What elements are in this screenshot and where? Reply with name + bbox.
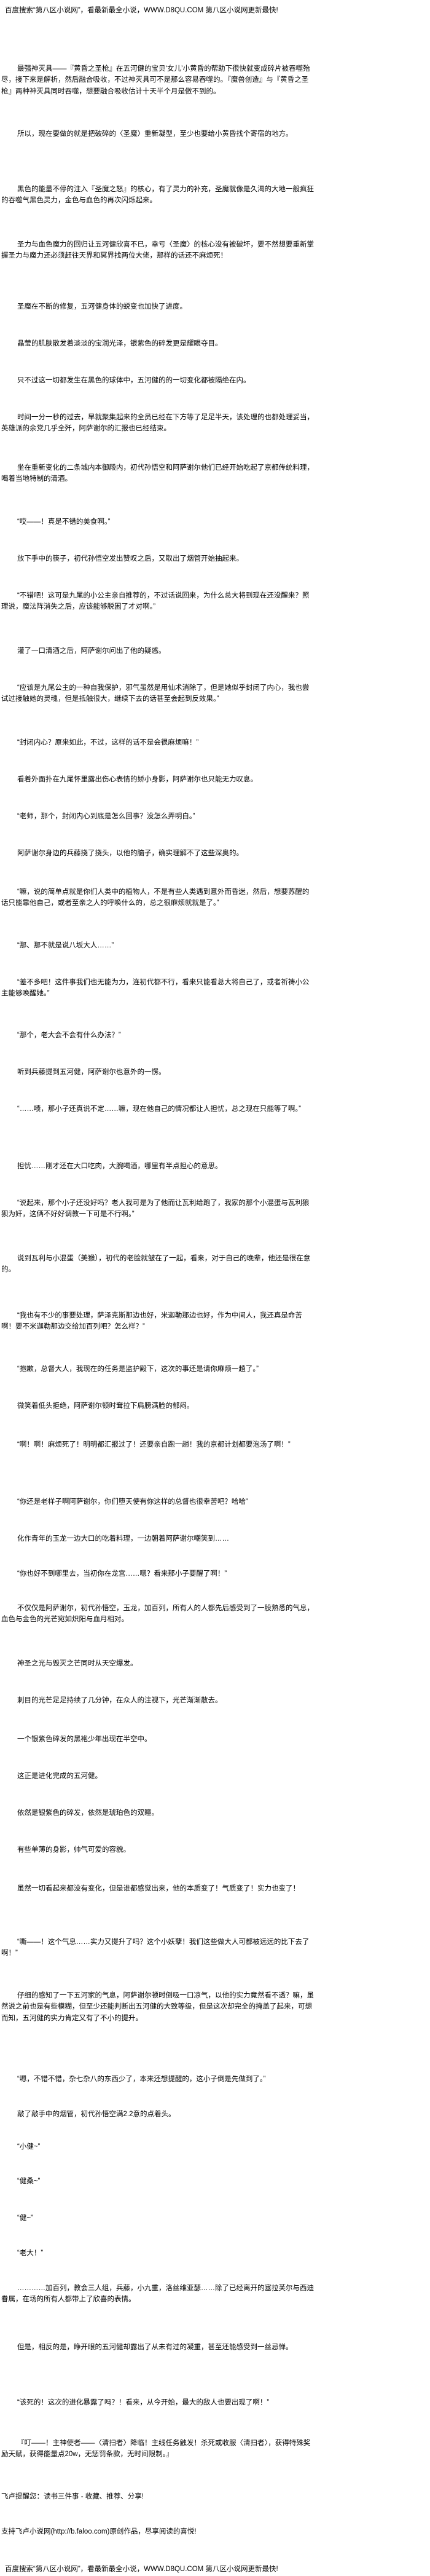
paragraph: 一个银紫色碎发的黑袍少年出现在半空中。 [17, 1736, 152, 1743]
paragraph: 看着外面扑在九尾怀里露出伤心表情的娇小身影，阿萨谢尔也只能无力叹息。 [17, 776, 257, 783]
paragraph: 不仅仅是阿萨谢尔，初代孙悟空，玉龙，加百列，所有人的人都先后感受到了一股熟悉的气… [1, 1605, 314, 1624]
paragraph: 仔细的感知了一下五河家的气息，阿萨谢尔顿时倒吸一口凉气，以他的实力竟然看不透？嘛… [1, 1992, 314, 2022]
paragraph: 最强神灭具——『黄昏之圣枪』在五河健的宝贝‘女儿’小黄昏的帮助下很快就变成碎片被… [1, 65, 310, 95]
paragraph: “说起来，那个小子还没好吗？老人我可是为了他而让瓦利给跑了，我家的那个小混蛋与瓦… [1, 1199, 310, 1219]
footer-banner: 百度搜索“第八区小说网”，看最新最全小说，WWW.D8QU.COM 第八区小说网… [5, 2566, 278, 2573]
paragraph: “该死的！这次的进化暴露了吗？！看来，从今开始，最大的敌人也要出现了啊！” [17, 2399, 270, 2406]
paragraph: “那、那不就是说八坂大人……” [17, 942, 114, 949]
paragraph: “老师，那个，封闭内心到底是怎么回事？没怎么弄明白。” [17, 813, 195, 820]
paragraph: 这正是进化完成的五河健。 [17, 1772, 102, 1780]
paragraph: 灌了一口清酒之后，阿萨谢尔问出了他的疑惑。 [17, 647, 166, 655]
paragraph: 担忧……刚才还在大口吃肉，大腕喝酒，哪里有半点担心的意思。 [17, 1163, 222, 1170]
paragraph: “那个，老大会不会有什么办法？” [17, 1032, 121, 1039]
paragraph: 支持飞卢小说网(http://b.faloo.com)原创作品，尽享阅读的喜悦! [1, 2528, 197, 2535]
paragraph: “应该是九尾公主的一种自我保护，邪气虽然是用仙术消除了，但是她似乎封闭了内心，我… [1, 684, 310, 703]
paragraph: 『叮——！主神使者——〈清扫者〉降临！主线任务触发！杀死或收服〈清扫者〉，获得特… [1, 2440, 311, 2459]
paragraph: “抱歉，总督大人，我现在的任务是监护殿下，这次的事还是请你麻烦一趟了。” [17, 1365, 259, 1373]
paragraph: 飞卢提醒您：读书三件事 - 收藏、推荐、分享! [1, 2493, 144, 2500]
paragraph: 敲了敲手中的烟管，初代孙悟空满2.2意的点着头。 [17, 2111, 176, 2118]
paragraph: “小健~” [17, 2143, 41, 2151]
paragraph: 依然是银紫色的碎发，依然是琥珀色的双瞳。 [17, 1809, 158, 1817]
paragraph: 有些单薄的身影，帅气可爱的容貌。 [17, 1846, 130, 1854]
paragraph: “我也有不少的事要处理，萨泽克斯那边也好，米迦勒那边也好，作为中间人，我还真是命… [1, 1312, 302, 1331]
paragraph: 但是，相反的是，睁开眼的五河健却露出了从未有过的凝重，甚至还能感受到一丝忌惮。 [17, 2344, 293, 2351]
paragraph: “差不多吧！这件事我们也无能为力，连初代都不行，看来只能看总大将自己了，或者祈祷… [1, 979, 310, 998]
paragraph: 化作青年的玉龙一边大口的吃着料理，一边朝着阿萨谢尔嘲笑到…… [17, 1535, 229, 1543]
paragraph: …………加百列，教会三人组，兵藤，小九重，洛丝维亚瑟……除了已经离开的塞拉芙尔与… [1, 2285, 314, 2304]
paragraph: “嘶——！这个气息……实力又提升了吗？这个小妖孽！我们这些做大人可都被远远的比下… [1, 1938, 310, 1958]
paragraph: 放下手中的筷子，初代孙悟空发出赞叹之后，又取出了烟管开始抽起来。 [17, 555, 243, 563]
paragraph: “嗯，不错不错，杂七杂八的东西少了，本来还想提醒的，这小子倒是先做到了。” [17, 2076, 266, 2083]
paragraph: 黑色的能量不停的注入『圣魔之怒』的核心，有了灵力的补充，圣魔就像是久渴的大地一般… [1, 186, 314, 205]
paragraph: “健桑~” [17, 2178, 41, 2185]
paragraph: 所以，现在要做的就是把破碎的〈圣魔〉重新凝型，至少也要给小黄昏找个寄宿的地方。 [17, 130, 293, 138]
paragraph: 坐在重新变化的二条城内本御殿内，初代孙悟空和阿萨谢尔他们已经开始吃起了京都传统料… [1, 464, 314, 483]
paragraph: “啊！啊！麻烦死了！明明都汇报过了！还要亲自跑一趟！我的京都计划都要泡汤了啊！” [17, 1441, 291, 1448]
paragraph: “哎——！真是不错的美食啊。” [17, 518, 111, 526]
paragraph: 听到兵藤提到五河健，阿萨谢尔也意外的一愣。 [17, 1069, 166, 1076]
paragraph: “你还是老样子啊阿萨谢尔，你们堕天使有你这样的总督也很幸苦吧？哈哈” [17, 1498, 248, 1506]
paragraph: “封闭内心？原来如此，不过，这样的话不是会很麻烦嘛！” [17, 739, 199, 746]
paragraph: 刺目的光芒足足持续了几分钟，在众人的注视下，光芒渐渐散去。 [17, 1697, 222, 1704]
header-banner: 百度搜索“第八区小说网”，看最新最全小说，WWW.D8QU.COM 第八区小说网… [5, 7, 278, 14]
paragraph: “……啧，那小子还真说不定……嘛，现在他自己的情况都让人担忧，总之现在只能等了啊… [17, 1105, 301, 1113]
paragraph: “你也好不到哪里去，当初你在龙宫……嗯？看来那小子要醒了啊！” [17, 1570, 227, 1578]
paragraph: 虽然一切看起来都没有变化，但是谁都感觉出来，他的本质变了！气质变了！实力也变了！ [17, 1885, 300, 1892]
paragraph: 圣魔在不断的修复，五河健身体的蜕变也加快了进度。 [17, 303, 187, 310]
paragraph: 微笑着低头拒绝，阿萨谢尔顿时耷拉下肩膀满脸的郁闷。 [17, 1402, 194, 1410]
paragraph: “健~” [17, 2214, 33, 2222]
paragraph: 说到瓦利与小混蛋（美猴），初代的老脸就皱在了一起，看来，对于自己的晚辈，他还是很… [1, 1255, 311, 1274]
paragraph: 阿萨谢尔身边的兵藤挠了挠头，以他的脑子，确实理解不了这些深奥的。 [17, 850, 243, 857]
paragraph: “不错吧！这可是九尾的小公主亲自推荐的，不过话说回来，为什么总大将到现在还没醒来… [1, 592, 310, 611]
paragraph: “嘛，说的简单点就是你们人类中的植物人，不是有些人类遇到意外而昏迷，然后，想要苏… [1, 888, 310, 907]
paragraph: 圣力与血色魔力的回归让五河健欣喜不已，幸亏〈圣魔〉的核心没有被破坏，要不然想要重… [1, 241, 314, 260]
paragraph: “老大！” [17, 2250, 44, 2257]
paragraph: 只不过这一切都发生在黑色的球体中，五河健的的一切变化都被隔绝在内。 [17, 377, 251, 384]
paragraph: 神圣之光与毁灭之芒同时从天空爆发。 [17, 1660, 138, 1667]
paragraph: 晶莹的肌肤散发着淡淡的宝润光泽，银紫色的碎发更是耀眼夺目。 [17, 340, 222, 347]
paragraph: 时间一分一秒的过去，早就聚集起来的全员已经在下方等了足足半天，该处理的也都处理妥… [1, 414, 314, 433]
